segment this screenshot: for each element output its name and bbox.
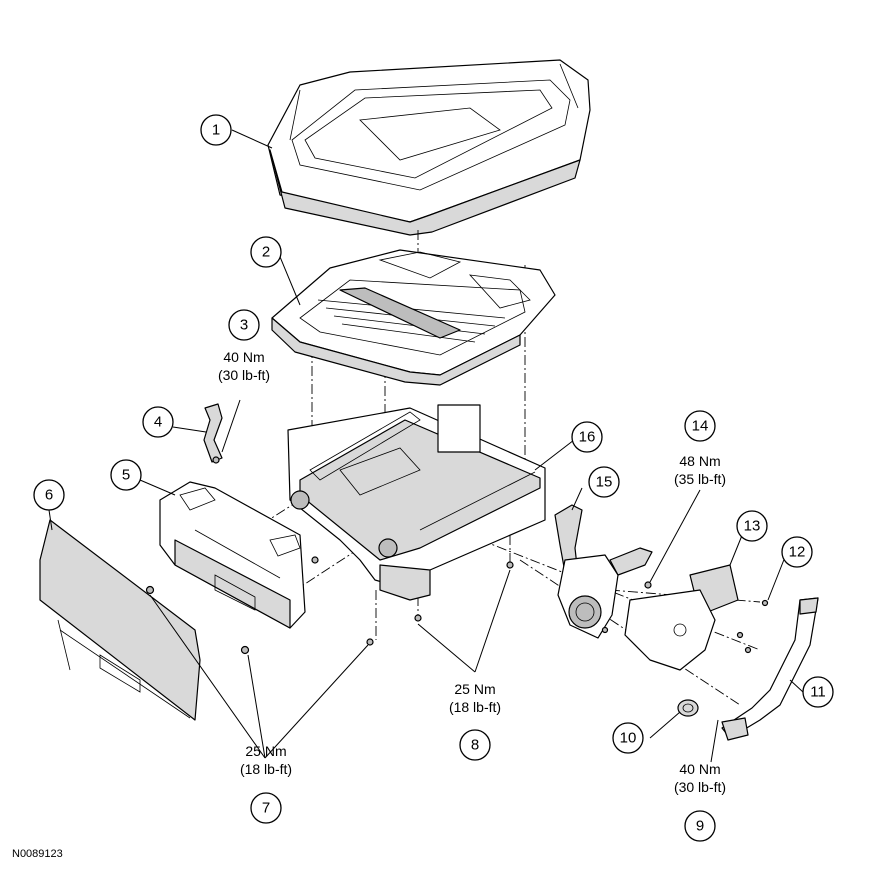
riser-bracket-part — [159, 481, 306, 629]
recliner-handle-part — [721, 597, 819, 741]
callout-16: 16 — [571, 421, 603, 453]
svg-text:3: 3 — [240, 317, 248, 334]
svg-text:6: 6 — [45, 487, 53, 504]
callout-3: 3 — [228, 309, 260, 341]
svg-text:4: 4 — [154, 414, 162, 431]
svg-text:40 Nm: 40 Nm — [679, 761, 720, 777]
svg-text:13: 13 — [744, 518, 761, 535]
svg-text:16: 16 — [579, 429, 596, 446]
recliner-cover-part — [624, 564, 739, 671]
callout-15: 15 — [588, 466, 620, 498]
svg-text:(30 lb-ft): (30 lb-ft) — [674, 779, 726, 795]
svg-text:1: 1 — [212, 122, 220, 139]
torque-spec-item8: 25 Nm (18 lb-ft) — [449, 681, 501, 715]
svg-text:2: 2 — [262, 244, 270, 261]
spacer-part — [677, 699, 699, 717]
svg-text:15: 15 — [596, 474, 613, 491]
callout-9: 9 — [684, 810, 716, 842]
svg-text:40 Nm: 40 Nm — [223, 349, 264, 365]
callout-8: 8 — [459, 729, 491, 761]
callout-6: 6 — [33, 479, 65, 511]
bracket-part — [203, 403, 223, 463]
callout-1: 1 — [200, 114, 232, 146]
svg-text:12: 12 — [789, 544, 806, 561]
svg-text:8: 8 — [471, 737, 479, 754]
callout-2: 2 — [250, 236, 282, 268]
seat-cushion-part — [267, 59, 591, 236]
svg-text:9: 9 — [696, 818, 704, 835]
fasteners — [145, 456, 769, 655]
callout-10: 10 — [612, 722, 644, 754]
callout-4: 4 — [142, 406, 174, 438]
leader-lines — [48, 129, 804, 763]
seat-frame-part — [271, 249, 556, 386]
svg-text:48 Nm: 48 Nm — [679, 453, 720, 469]
svg-text:(30 lb-ft): (30 lb-ft) — [218, 367, 270, 383]
callout-11: 11 — [802, 676, 834, 708]
svg-text:(35 lb-ft): (35 lb-ft) — [674, 471, 726, 487]
torque-spec-item7: 25 Nm (18 lb-ft) — [240, 743, 292, 777]
svg-text:11: 11 — [810, 684, 826, 701]
callout-7: 7 — [250, 792, 282, 824]
recliner-mechanism-part — [554, 504, 653, 639]
svg-text:7: 7 — [262, 800, 270, 817]
svg-text:25 Nm: 25 Nm — [245, 743, 286, 759]
svg-text:25 Nm: 25 Nm — [454, 681, 495, 697]
torque-spec-item3: 40 Nm (30 lb-ft) — [218, 349, 270, 383]
torque-spec-item9: 40 Nm (30 lb-ft) — [674, 761, 726, 795]
svg-text:5: 5 — [122, 467, 130, 484]
svg-text:10: 10 — [620, 730, 637, 747]
callout-13: 13 — [736, 510, 768, 542]
svg-text:(18 lb-ft): (18 lb-ft) — [449, 699, 501, 715]
callout-5: 5 — [110, 459, 142, 491]
svg-text:14: 14 — [692, 418, 709, 435]
figure-id-label: N0089123 — [12, 848, 63, 860]
torque-spec-item14: 48 Nm (35 lb-ft) — [674, 453, 726, 487]
side-shield-part — [39, 519, 201, 721]
callout-14: 14 — [684, 410, 716, 442]
callout-12: 12 — [781, 536, 813, 568]
svg-text:(18 lb-ft): (18 lb-ft) — [240, 761, 292, 777]
seat-base-part — [287, 404, 546, 601]
